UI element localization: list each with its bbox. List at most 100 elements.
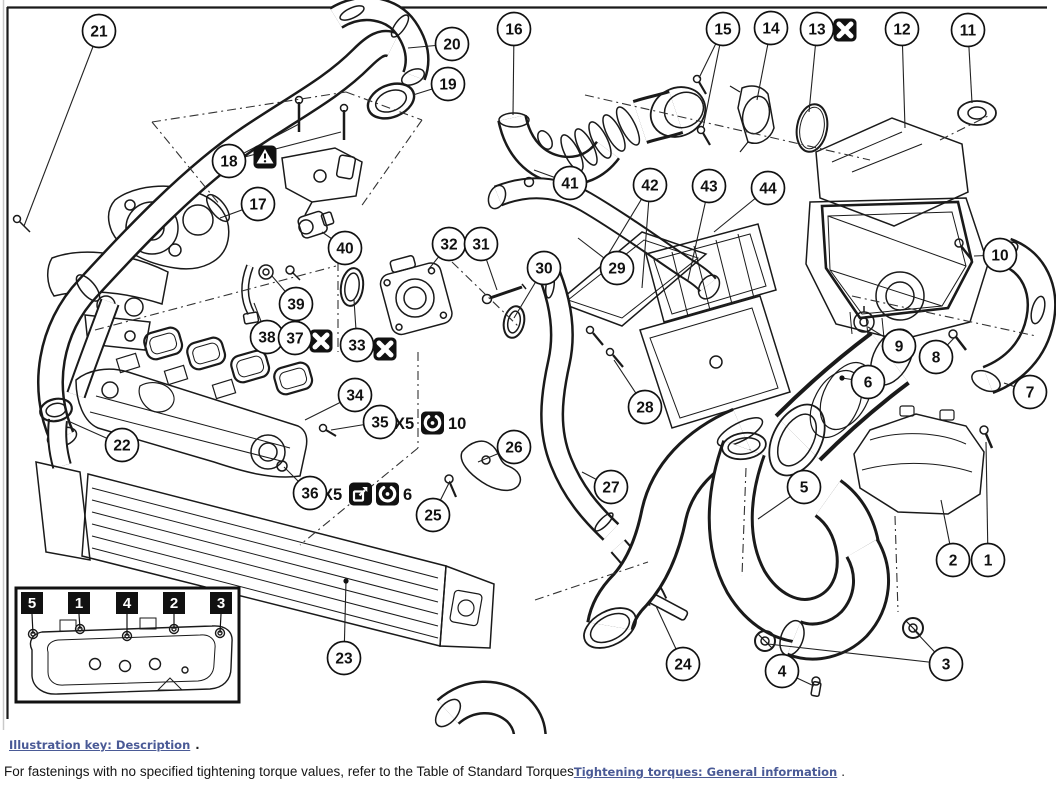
intercooler-art [35, 397, 495, 649]
callout-23: 23 [326, 640, 362, 676]
egr-pipe-art [241, 264, 301, 325]
svg-text:20: 20 [443, 37, 460, 54]
svg-text:7: 7 [1026, 385, 1035, 402]
renew-icon [349, 482, 372, 506]
intake-manifold-art [75, 326, 337, 478]
callout-10: 10 [982, 237, 1018, 273]
svg-text:27: 27 [602, 480, 619, 497]
callout-26: 26 [496, 429, 532, 465]
callout-27: 27 [593, 469, 629, 505]
svg-text:29: 29 [608, 261, 626, 278]
illustration-key-link[interactable]: Illustration key: Description [9, 738, 191, 752]
svg-text:13: 13 [808, 22, 826, 39]
svg-text:36: 36 [301, 486, 319, 503]
svg-text:32: 32 [440, 237, 457, 254]
svg-text:3: 3 [942, 657, 951, 674]
callout-14: 14 [753, 10, 789, 46]
callout-42: 42 [632, 167, 668, 203]
svg-text:6: 6 [403, 486, 412, 504]
callout-3: 3 [928, 646, 964, 682]
callout-16: 16 [496, 11, 532, 47]
callout-37: 37 [277, 320, 313, 356]
svg-text:2: 2 [170, 595, 178, 612]
callout-29: 29 [599, 250, 635, 286]
callout-2: 2 [935, 542, 971, 578]
callout-5: 5 [786, 469, 822, 505]
page-frame [2, 0, 1047, 730]
air-cleaner-art [805, 100, 997, 351]
throttle-body-art [339, 255, 527, 336]
callout-6: 6 [850, 364, 886, 400]
discard-icon [373, 337, 397, 361]
outlet-hose-art [329, 0, 430, 120]
tightening-torques-link[interactable]: Tightening torques: General information [573, 765, 838, 779]
svg-text:24: 24 [674, 657, 692, 674]
svg-text:19: 19 [439, 77, 457, 94]
footer-period-2: . [841, 764, 845, 779]
callout-12: 12 [884, 11, 920, 47]
svg-text:38: 38 [258, 330, 276, 347]
discard-icon [309, 329, 333, 353]
svg-text:22: 22 [113, 438, 130, 455]
svg-text:15: 15 [714, 22, 732, 39]
torque-note-text: For fastenings with no specified tighten… [4, 764, 574, 779]
callout-38: 38 [249, 319, 285, 355]
callout-7: 7 [1012, 374, 1048, 410]
svg-text:11: 11 [960, 23, 977, 40]
lower-duct-art [487, 176, 721, 339]
callout-43: 43 [691, 168, 727, 204]
callout-4: 4 [764, 653, 800, 689]
svg-text:10: 10 [448, 415, 466, 433]
callout-9: 9 [881, 328, 917, 364]
callout-31: 31 [463, 226, 499, 262]
svg-text:33: 33 [348, 338, 366, 355]
svg-text:25: 25 [424, 508, 442, 525]
resonator-art [768, 328, 914, 477]
torque-spec-label: X5 10 [394, 411, 466, 435]
svg-text:1: 1 [75, 595, 83, 612]
svg-text:5: 5 [28, 595, 36, 612]
footer-torque-note: For fastenings with no specified tighten… [4, 764, 845, 779]
svg-text:44: 44 [759, 181, 777, 198]
svg-text:9: 9 [895, 339, 904, 356]
callout-30: 30 [526, 250, 562, 286]
callout-35: 35 [362, 404, 398, 440]
instruction-symbols [253, 18, 857, 361]
svg-text:18: 18 [220, 154, 238, 171]
svg-text:14: 14 [762, 21, 780, 38]
snorkel-duct-art [707, 425, 994, 698]
callout-11: 11 [950, 12, 986, 48]
svg-text:X5: X5 [394, 415, 414, 433]
filter-box-art [556, 223, 791, 429]
outlet-duct-art [434, 407, 764, 734]
svg-text:42: 42 [641, 178, 658, 195]
callout-40: 40 [327, 230, 363, 266]
callout-19: 19 [430, 66, 466, 102]
sequence-tag-4: 4 [116, 592, 138, 636]
callout-13: 13 [799, 11, 835, 47]
svg-text:30: 30 [535, 261, 552, 278]
callout-18: 18 [211, 143, 247, 179]
svg-text:28: 28 [636, 400, 654, 417]
callout-44: 44 [750, 170, 786, 206]
svg-text:39: 39 [287, 297, 305, 314]
callout-36: 36 [292, 475, 328, 511]
sequence-tag-2: 2 [163, 592, 185, 629]
svg-text:43: 43 [700, 179, 718, 196]
maf-duct-art [692, 74, 829, 153]
svg-text:4: 4 [778, 664, 787, 681]
svg-text:1: 1 [984, 553, 993, 570]
callout-21: 21 [81, 13, 117, 49]
svg-text:26: 26 [505, 440, 523, 457]
footer-period: . [195, 738, 200, 752]
callout-8: 8 [918, 339, 954, 375]
callout-15: 15 [705, 11, 741, 47]
callout-32: 32 [431, 226, 467, 262]
torque-icon [421, 411, 444, 435]
callout-33: 33 [339, 327, 375, 363]
svg-text:6: 6 [864, 375, 873, 392]
